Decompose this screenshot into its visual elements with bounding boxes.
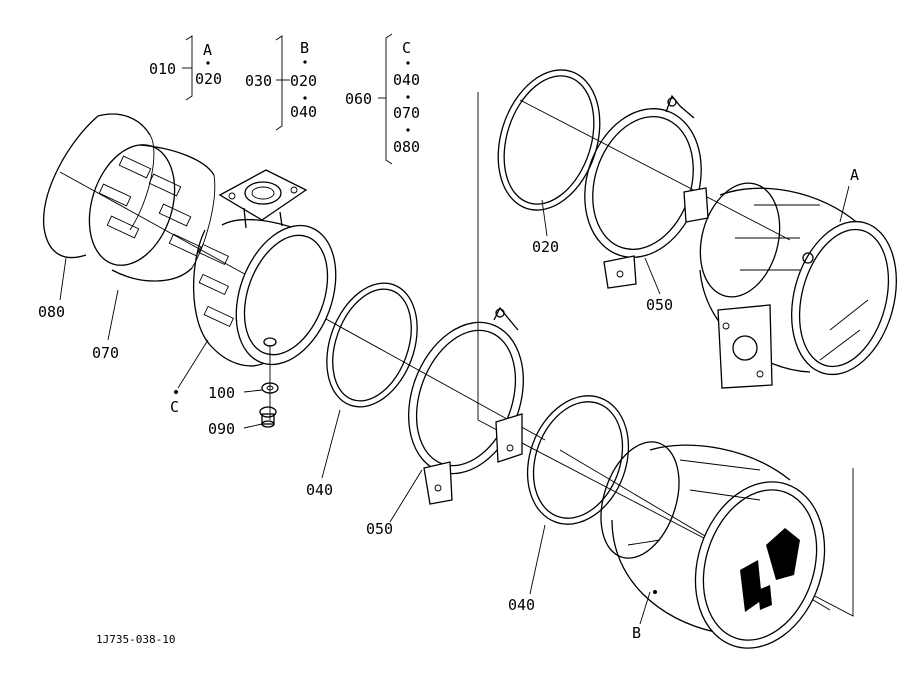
part-040-gasket-right	[526, 395, 630, 525]
label-080: 080	[38, 303, 65, 321]
label-b: B	[632, 624, 641, 642]
assembly-c-body	[192, 169, 337, 367]
part-050-clamp-left	[408, 306, 524, 505]
label-050-top: 050	[646, 296, 673, 314]
part-080-cover	[43, 113, 155, 259]
callout-010-number: 010	[149, 60, 176, 78]
label-050-left: 050	[366, 520, 393, 538]
part-050-clamp-top	[584, 94, 709, 289]
assembly-b-catalyst	[600, 441, 826, 649]
assembly-frame	[477, 92, 854, 617]
label-100: 100	[208, 384, 235, 402]
label-a: A	[850, 166, 859, 184]
center-axis-a	[519, 99, 791, 241]
callout-030-item-1: 020	[290, 72, 317, 90]
label-090: 090	[208, 420, 235, 438]
callout-060-number: 060	[345, 90, 372, 108]
leader-lines	[59, 185, 850, 625]
part-040-gasket-left	[326, 282, 418, 408]
callout-060-letter: C	[402, 39, 411, 57]
drawing-id: 1J735-038-10	[96, 633, 175, 646]
callout-010: 010 A 020	[149, 35, 222, 101]
label-c: C	[170, 398, 179, 416]
callout-030-letter: B	[300, 39, 309, 57]
callout-060: 060 C 040 070 080	[345, 33, 420, 165]
callout-010-item: 020	[195, 70, 222, 88]
label-040-right: 040	[508, 596, 535, 614]
label-070: 070	[92, 344, 119, 362]
part-070-perforated-cover	[88, 144, 216, 282]
label-040-left: 040	[306, 481, 333, 499]
assembly-a-muffler	[699, 182, 897, 389]
callout-060-item-3: 080	[393, 138, 420, 156]
callout-060-item-2: 070	[393, 104, 420, 122]
callout-030: 030 B 020 040	[245, 35, 317, 131]
callout-010-letter: A	[203, 41, 212, 59]
part-090-bolt	[259, 337, 277, 428]
part-020-gasket	[497, 69, 601, 211]
callout-030-item-2: 040	[290, 103, 317, 121]
callout-060-item-1: 040	[393, 71, 420, 89]
label-020: 020	[532, 238, 559, 256]
callout-030-number: 030	[245, 72, 272, 90]
